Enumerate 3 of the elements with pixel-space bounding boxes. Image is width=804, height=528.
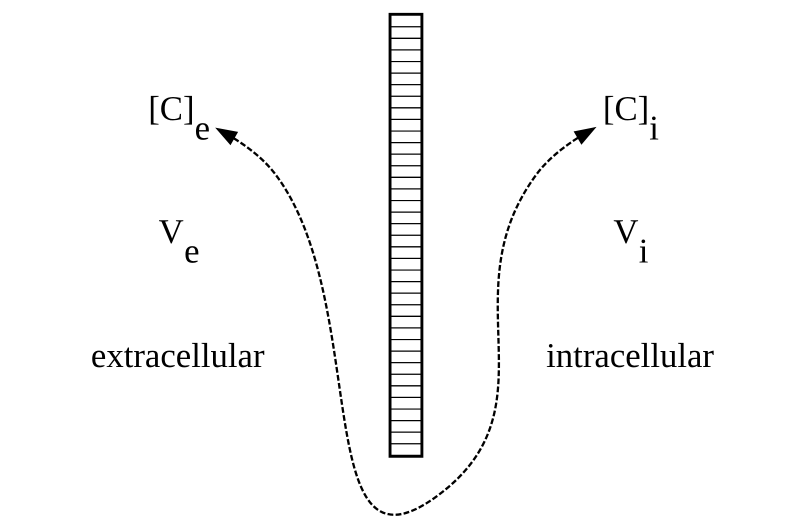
label: extracellular — [90, 336, 264, 375]
arrow — [214, 126, 596, 515]
label: intracellular — [546, 336, 714, 375]
